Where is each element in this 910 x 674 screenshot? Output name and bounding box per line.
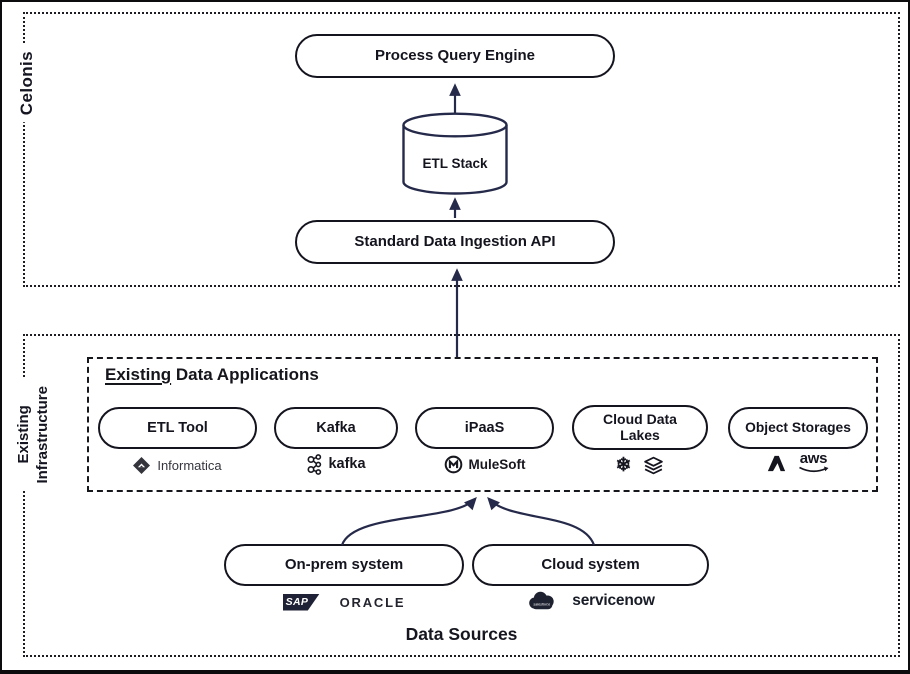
cloud-logos: salesforce servicenow [472, 586, 709, 616]
onprem-system-node: On-prem system [224, 544, 464, 586]
existing-data-applications-title: Existing Data Applications [105, 365, 319, 385]
snowflake-icon: ❄ [615, 454, 632, 476]
sap-logo: SAP [282, 593, 320, 611]
title-rest: Data Applications [171, 365, 319, 384]
salesforce-logo-text: salesforce [534, 602, 551, 606]
databricks-icon [644, 456, 664, 474]
aws-logo-text: aws [799, 450, 828, 467]
informatica-logo: Informatica [98, 451, 257, 479]
aws-logo: aws [798, 451, 830, 475]
etl-stack-label: ETL Stack [422, 156, 488, 171]
data-sources-caption: Data Sources [405, 624, 518, 644]
celonis-section-label: Celonis [15, 44, 39, 123]
kafka-logo-text: kafka [328, 456, 366, 472]
azure-icon [767, 455, 785, 471]
kafka-icon [307, 453, 322, 475]
cylinder-shape: ETL Stack [402, 112, 508, 195]
cloud-system-node: Cloud system [472, 544, 709, 586]
oracle-logo: ORACLE [339, 594, 406, 610]
mulesoft-icon [444, 455, 462, 473]
process-query-engine-node: Process Query Engine [295, 34, 615, 78]
cloud-data-lakes-node: Cloud Data Lakes [572, 405, 708, 450]
aws-smile-icon [798, 466, 828, 473]
etl-stack-node: ETL Stack [401, 112, 509, 195]
title-underlined-word: Existing [105, 365, 172, 384]
kafka-logo: kafka [274, 450, 398, 478]
mulesoft-logo-text: MuleSoft [468, 456, 526, 472]
celonis-section-box [23, 12, 900, 287]
object-storages-node: Object Storages [728, 407, 868, 449]
cloud-data-lakes-logos: ❄ [572, 451, 708, 479]
existing-infrastructure-section-box [23, 334, 900, 657]
kafka-node: Kafka [274, 407, 398, 449]
object-storages-logos: aws [718, 448, 878, 478]
etl-tool-node: ETL Tool [98, 407, 257, 449]
ipaas-node: iPaaS [415, 407, 554, 449]
servicenow-logo: servicenow [572, 592, 655, 609]
standard-data-ingestion-api-node: Standard Data Ingestion API [295, 220, 615, 264]
sap-logo-text: SAP [285, 596, 309, 608]
informatica-icon [133, 456, 151, 474]
informatica-logo-text: Informatica [157, 457, 222, 473]
infra-label-line1: Existing [15, 405, 32, 464]
existing-infrastructure-section-label: Existing Infrastructure [14, 379, 54, 491]
onprem-logos: SAP ORACLE [224, 590, 464, 614]
mulesoft-logo: MuleSoft [415, 450, 554, 478]
infra-label-line2: Infrastructure [33, 386, 51, 484]
salesforce-icon: salesforce [529, 591, 554, 609]
